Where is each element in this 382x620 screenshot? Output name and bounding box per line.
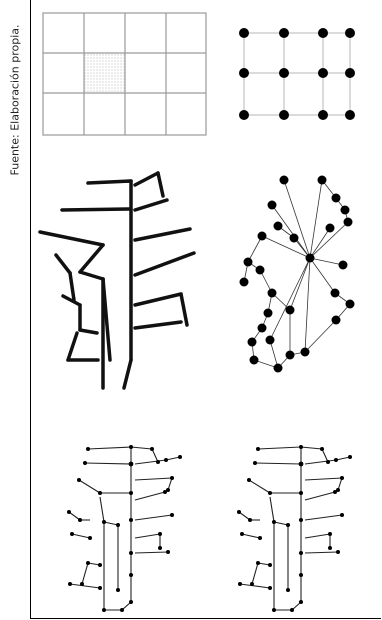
street-skeleton-left-panel — [67, 445, 182, 612]
raster-grid-panel — [42, 12, 207, 136]
highlighted-cell — [84, 53, 125, 93]
node-graph-nodes — [239, 175, 355, 373]
node-graph-panel — [239, 175, 355, 373]
lattice-edges — [243, 32, 351, 116]
raster-grid-lines — [42, 12, 207, 136]
lattice-graph-panel — [239, 28, 355, 120]
figure-frame — [30, 0, 381, 619]
street-network-panel — [38, 171, 196, 390]
street-skeleton-right-panel — [237, 445, 352, 612]
lattice-nodes — [239, 28, 355, 120]
